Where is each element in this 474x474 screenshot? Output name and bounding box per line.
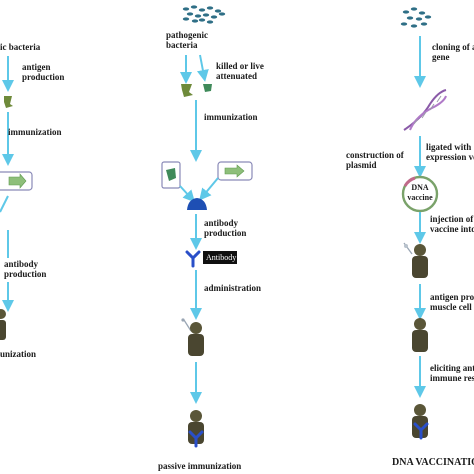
step-line-2: gene	[432, 52, 450, 62]
arrow-passive-split-right	[196, 54, 209, 82]
plasmid-label: DNA vaccine	[406, 183, 434, 203]
step-antigen-production-active: antigen production	[22, 62, 64, 82]
construction-of-plasmid: construction of plasmid	[346, 150, 404, 170]
step-immunization-passive: immunization	[204, 112, 258, 122]
bottom-label-dna: DNA VACCINATION	[392, 457, 474, 468]
syringe-icon	[181, 318, 192, 332]
step-line-2: production	[22, 72, 65, 82]
killed-bacteria-icon	[203, 84, 212, 92]
dna-helix-icon	[403, 89, 447, 131]
label-line-1: construction of	[346, 150, 404, 160]
bottom-label-passive: passive immunization	[158, 461, 242, 471]
step-administration: administration	[204, 283, 262, 293]
step-killed-attenuated: killed or live attenuated	[216, 61, 264, 81]
bacteria-cluster-icon	[182, 5, 226, 24]
person-with-antibody-icon	[188, 410, 204, 448]
step-line-1: antigen prod	[430, 292, 474, 302]
step-cloning-gene: cloning of ant gene	[432, 42, 474, 62]
step-line-1: cloning of ant	[432, 42, 474, 52]
step-immunization-active: immunization	[8, 127, 62, 137]
arrow-passive-converge-right	[199, 177, 219, 201]
label-line-2: vaccine	[407, 193, 433, 202]
step-line-1: killed or live	[216, 61, 264, 71]
step-line-1: antibody	[4, 259, 39, 269]
person-icon	[188, 322, 204, 356]
step-line-1: antibody	[204, 218, 239, 228]
antigen-icon	[4, 96, 13, 108]
step-line-2: attenuated	[216, 71, 257, 81]
person-icon	[412, 318, 428, 352]
antigen-icon	[181, 84, 193, 97]
step-eliciting-immune-response: eliciting ant immune res	[430, 363, 474, 383]
antigen-card	[0, 171, 33, 191]
syringe-icon	[403, 242, 413, 255]
bacteria-cluster-icon	[400, 7, 432, 28]
label-line-1: DNA	[411, 183, 429, 192]
antibody-tag-box	[203, 251, 237, 264]
step-line-1: antigen	[22, 62, 51, 72]
step-ligated-expression: ligated with expression ve	[426, 142, 474, 162]
person-icon	[0, 309, 6, 340]
pathogen-label-active: ic bacteria	[0, 42, 41, 52]
pathogen-label-passive: pathogenic bacteria	[166, 30, 208, 50]
plasmid-icon	[401, 175, 439, 213]
step-line-2: production	[4, 269, 47, 279]
step-injection-vaccine: injection of I vaccine into	[430, 214, 474, 234]
step-line-2: vaccine into	[430, 224, 474, 234]
antibody-icon	[185, 250, 201, 268]
step-line-2: expression ve	[426, 152, 474, 162]
label-line-2: plasmid	[346, 160, 377, 170]
step-line-1: injection of I	[430, 214, 474, 224]
arrow-active-3	[0, 195, 9, 213]
step-antibody-production-passive: antibody production	[204, 218, 246, 238]
step-line-2: muscle cell	[430, 302, 472, 312]
person-with-antibody-icon	[412, 404, 429, 440]
antigen-card-left	[161, 161, 181, 189]
label-line-1: pathogenic	[166, 30, 209, 40]
antigen-card-right	[217, 161, 253, 181]
step-line-2: immune res	[430, 373, 474, 383]
b-cell-icon	[187, 198, 207, 210]
label-line-2: bacteria	[166, 40, 198, 50]
step-line-1: eliciting ant	[430, 363, 474, 373]
step-line-2: production	[204, 228, 247, 238]
bottom-label-active: unization	[0, 349, 37, 359]
step-antibody-production-active: antibody production	[4, 259, 46, 279]
antibody-tag: Antibody	[206, 253, 237, 262]
step-line-1: ligated with	[426, 142, 472, 152]
person-icon	[412, 244, 428, 278]
arrow-passive-converge-left	[179, 185, 196, 203]
step-antigen-production-muscle: antigen prod muscle cell	[430, 292, 474, 312]
